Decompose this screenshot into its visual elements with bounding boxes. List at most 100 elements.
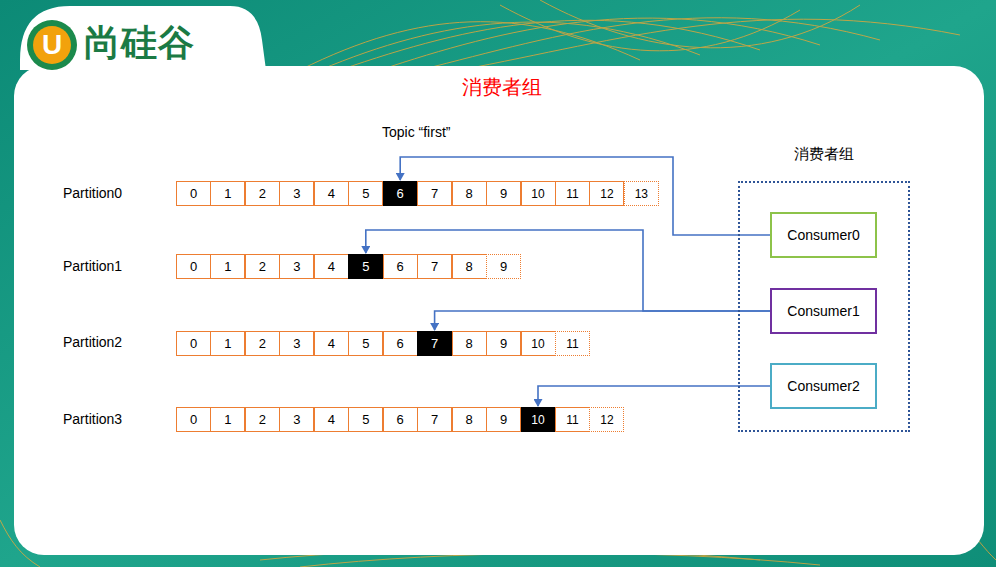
offset-cell: 2 xyxy=(245,331,280,356)
offset-number: 8 xyxy=(465,336,472,351)
offset-number: 9 xyxy=(500,336,507,351)
offset-number: 6 xyxy=(397,412,404,427)
offset-cell-current: 7 xyxy=(417,331,452,356)
offset-cell: 7 xyxy=(417,407,452,432)
offset-number: 9 xyxy=(500,412,507,427)
offset-cell: 2 xyxy=(245,181,280,206)
offset-cell: 4 xyxy=(314,331,349,356)
offset-number: 2 xyxy=(259,336,266,351)
consumer-box: Consumer0 xyxy=(770,212,877,258)
offset-number: 7 xyxy=(431,259,438,274)
offset-cell: 1 xyxy=(210,331,245,356)
offset-number: 12 xyxy=(600,413,613,427)
topic-label: Topic “first” xyxy=(382,124,450,140)
assignment-arrow xyxy=(435,311,770,330)
offset-number: 1 xyxy=(224,412,231,427)
offset-number: 4 xyxy=(328,259,335,274)
offset-number: 7 xyxy=(431,186,438,201)
offset-number: 3 xyxy=(293,336,300,351)
offset-cell: 12 xyxy=(589,407,624,432)
offset-number: 0 xyxy=(190,259,197,274)
offset-number: 0 xyxy=(190,186,197,201)
offset-cell: 4 xyxy=(314,181,349,206)
offset-cell: 5 xyxy=(348,181,383,206)
offset-number: 8 xyxy=(465,259,472,274)
offset-cell: 11 xyxy=(555,181,590,206)
offset-number: 1 xyxy=(224,259,231,274)
offset-cell: 7 xyxy=(417,254,452,279)
offset-cell: 3 xyxy=(279,181,314,206)
offset-cell: 5 xyxy=(348,331,383,356)
logo-inner xyxy=(33,26,71,64)
offset-cell: 5 xyxy=(348,407,383,432)
partition-label: Partition2 xyxy=(63,334,122,350)
offset-cell: 3 xyxy=(279,254,314,279)
consumer-group-box: 消费者组Consumer0Consumer1Consumer2 xyxy=(738,181,910,432)
assignment-arrow xyxy=(538,386,770,406)
offset-number: 2 xyxy=(259,412,266,427)
partition-label: Partition1 xyxy=(63,258,122,274)
offset-number: 8 xyxy=(465,186,472,201)
offset-cell: 1 xyxy=(210,181,245,206)
offset-cell: 1 xyxy=(210,254,245,279)
offset-number: 3 xyxy=(293,259,300,274)
offset-number: 4 xyxy=(328,412,335,427)
offset-cell: 10 xyxy=(521,331,556,356)
offset-number: 0 xyxy=(190,412,197,427)
offset-number: 8 xyxy=(465,412,472,427)
offset-number: 4 xyxy=(328,186,335,201)
offset-number: 0 xyxy=(190,336,197,351)
offset-number: 1 xyxy=(224,336,231,351)
offset-cell: 0 xyxy=(176,407,211,432)
offset-cell: 6 xyxy=(383,254,418,279)
offset-number: 12 xyxy=(600,187,613,201)
offset-number: 2 xyxy=(259,186,266,201)
partition-label: Partition0 xyxy=(63,185,122,201)
content-panel xyxy=(14,66,984,555)
offset-cell: 4 xyxy=(314,254,349,279)
slide-title: 消费者组 xyxy=(402,74,602,101)
offset-cell: 6 xyxy=(383,331,418,356)
offset-cell-current: 6 xyxy=(383,181,418,206)
offset-number: 6 xyxy=(397,336,404,351)
offset-number: 5 xyxy=(362,336,369,351)
logo-letter: U xyxy=(38,27,66,63)
offset-cell: 0 xyxy=(176,181,211,206)
offset-number: 9 xyxy=(500,186,507,201)
offset-cell: 0 xyxy=(176,331,211,356)
offset-number: 10 xyxy=(531,413,544,427)
offset-number: 9 xyxy=(500,259,507,274)
offset-cell: 13 xyxy=(624,181,659,206)
offset-cell: 6 xyxy=(383,407,418,432)
offset-number: 11 xyxy=(566,187,578,201)
logo-circle xyxy=(27,20,77,70)
offset-cell: 4 xyxy=(314,407,349,432)
offset-number: 5 xyxy=(362,186,369,201)
offset-number: 2 xyxy=(259,259,266,274)
offset-cell: 2 xyxy=(245,407,280,432)
offset-cell: 3 xyxy=(279,331,314,356)
offset-cell: 0 xyxy=(176,254,211,279)
offset-cell-current: 5 xyxy=(348,254,383,279)
partition-label: Partition3 xyxy=(63,411,122,427)
offset-cell: 9 xyxy=(486,407,521,432)
offset-cell: 3 xyxy=(279,407,314,432)
offset-number: 4 xyxy=(328,336,335,351)
offset-cell: 11 xyxy=(555,331,590,356)
consumer-name: Consumer2 xyxy=(787,378,859,394)
offset-cell: 1 xyxy=(210,407,245,432)
offset-cell: 8 xyxy=(452,407,487,432)
consumer-name: Consumer1 xyxy=(787,303,859,319)
offset-cell: 9 xyxy=(486,254,521,279)
offset-cell: 9 xyxy=(486,181,521,206)
offset-number: 6 xyxy=(397,186,404,201)
offset-number: 10 xyxy=(531,187,544,201)
offset-number: 3 xyxy=(293,186,300,201)
consumer-box: Consumer1 xyxy=(770,288,877,334)
consumer-box: Consumer2 xyxy=(770,363,877,409)
offset-cell: 8 xyxy=(452,331,487,356)
offset-number: 6 xyxy=(397,259,404,274)
offset-number: 11 xyxy=(566,413,578,427)
offset-number: 7 xyxy=(431,336,438,351)
